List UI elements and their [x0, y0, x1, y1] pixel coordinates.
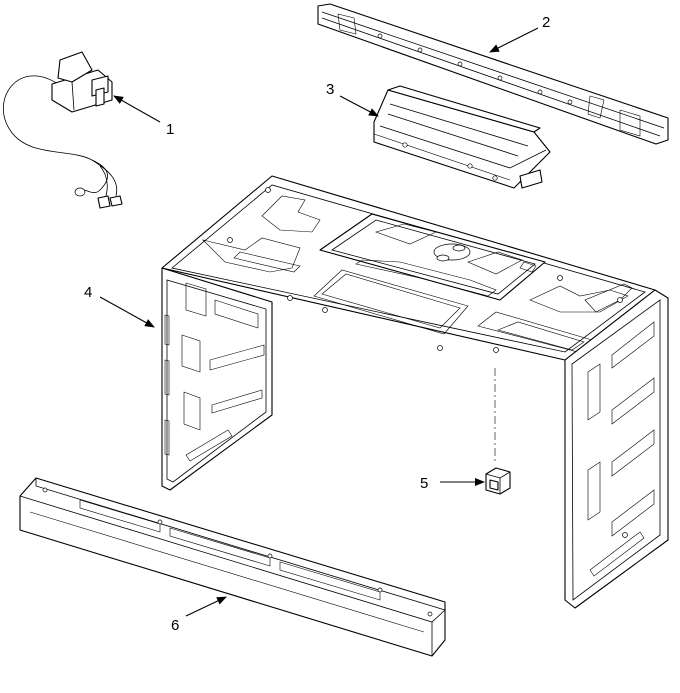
callout-label: 6: [171, 617, 179, 634]
callout-label: 3: [326, 81, 334, 98]
callout-label: 5: [420, 475, 428, 492]
callout-5: 5: [420, 475, 485, 492]
top-rail: [317, 3, 669, 145]
front-trim: [19, 477, 446, 657]
callout-6: 6: [171, 596, 227, 634]
clip: [485, 467, 511, 495]
callout-4: 4: [84, 284, 155, 328]
callout-3: 3: [326, 81, 379, 117]
callout-label: 2: [542, 14, 550, 31]
callout-2: 2: [489, 14, 550, 53]
cabinet-frame: [161, 175, 669, 609]
callout-label: 1: [166, 121, 174, 138]
callout-label: 4: [84, 284, 92, 301]
callout-1: 1: [113, 95, 174, 138]
power-cord: [3, 51, 123, 209]
top-bracket: [373, 85, 551, 189]
